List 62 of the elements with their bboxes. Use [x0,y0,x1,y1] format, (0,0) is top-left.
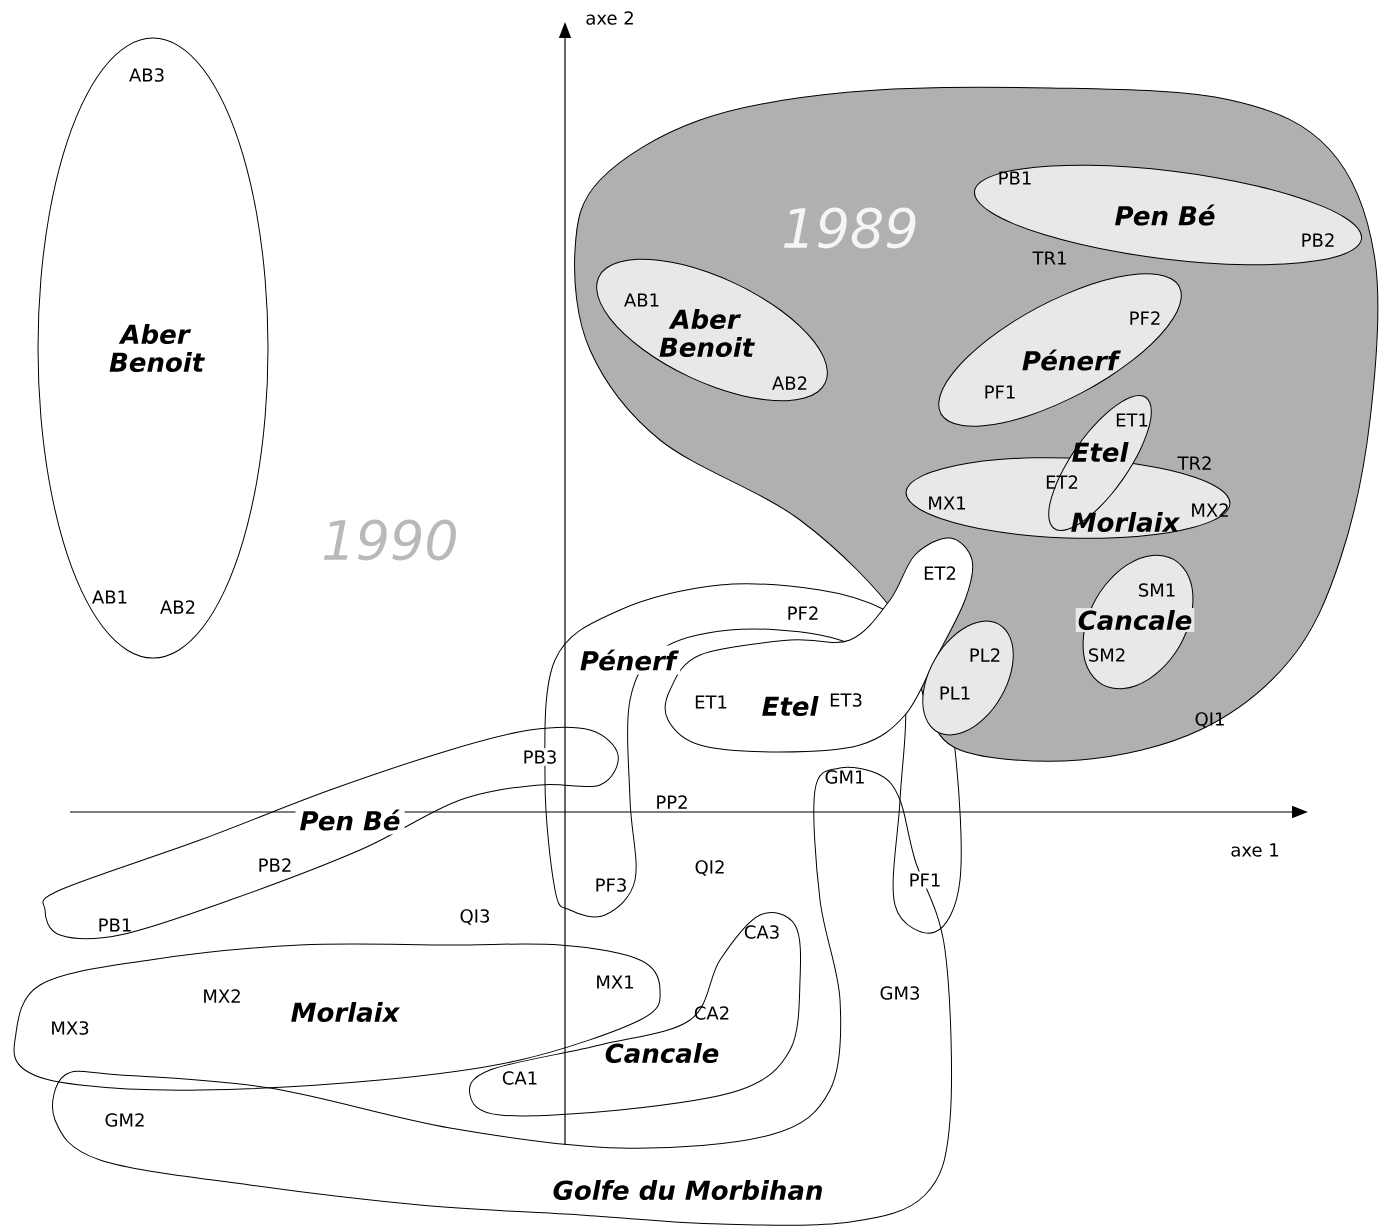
point-code: CA2 [694,1006,729,1020]
point-code: CA3 [744,925,779,939]
site-name: Cancale [605,1042,719,1064]
site-name: Etel [1072,441,1129,463]
site-name: Pénerf [1022,349,1121,371]
point-code: MX2 [204,989,240,1003]
point-code: PB2 [1302,233,1334,247]
axis-label: axe 2 [586,11,633,25]
point-code: AB3 [129,68,164,82]
point-code: PF2 [1130,311,1160,325]
point-code: CA1 [502,1071,537,1085]
point-code: MX3 [52,1021,89,1035]
site-name: Morlaix [291,1001,401,1023]
cluster-outline [938,273,1182,427]
point-code: QI1 [1195,712,1224,728]
point-code: GM1 [825,770,864,784]
point-code: TR2 [1177,456,1211,470]
axis-label: axe 1 [1231,843,1279,857]
point-code: AB1 [92,590,127,604]
point-code: PF1 [906,871,944,889]
point-code: PB1 [99,918,131,932]
point-code: GM2 [105,1113,144,1127]
point-code: MX1 [929,496,965,510]
point-code: GM3 [880,986,920,1000]
point-code: AB2 [160,600,195,614]
point-code: SM1 [1139,583,1175,597]
point-code: PB1 [999,171,1031,185]
point-code: MX1 [597,975,633,989]
point-code: TR1 [1032,251,1066,265]
site-name: Aber Benoit [109,323,205,373]
point-code: ET1 [1116,413,1148,427]
site-name: Golfe du Morbihan [553,1179,822,1201]
site-name: Cancale [1075,607,1195,633]
cluster-outline [596,258,828,402]
point-code: SM2 [1089,648,1125,662]
site-name: Pen Bé [295,805,405,835]
point-code: ET3 [830,693,862,707]
point-code: QI3 [460,909,490,925]
point-code: PF2 [788,606,818,620]
point-code: ET2 [924,566,956,580]
cluster-outline [973,164,1363,266]
cluster-outline [922,620,1014,736]
point-code: PB2 [259,858,291,872]
point-code: AB2 [772,376,807,390]
point-code: PL1 [940,686,970,700]
cluster-outline [52,766,952,1226]
year-label: 1989 [783,207,916,249]
point-code: AB1 [624,293,659,307]
cluster-outline [37,37,269,659]
year-label: 1990 [323,519,456,561]
site-name: Etel [762,695,819,717]
point-code: PB3 [520,748,560,766]
point-code: PF1 [985,385,1015,399]
point-code: PP2 [657,795,687,809]
site-name: Pénerf [575,645,681,675]
point-code: PL2 [970,648,1000,662]
point-code: MX2 [1192,503,1228,517]
point-code: PF3 [596,878,626,892]
site-name: Pen Bé [1115,204,1215,226]
point-code: QI2 [695,860,724,876]
point-code: ET1 [695,695,727,709]
site-name: Aber Benoit [659,308,755,358]
